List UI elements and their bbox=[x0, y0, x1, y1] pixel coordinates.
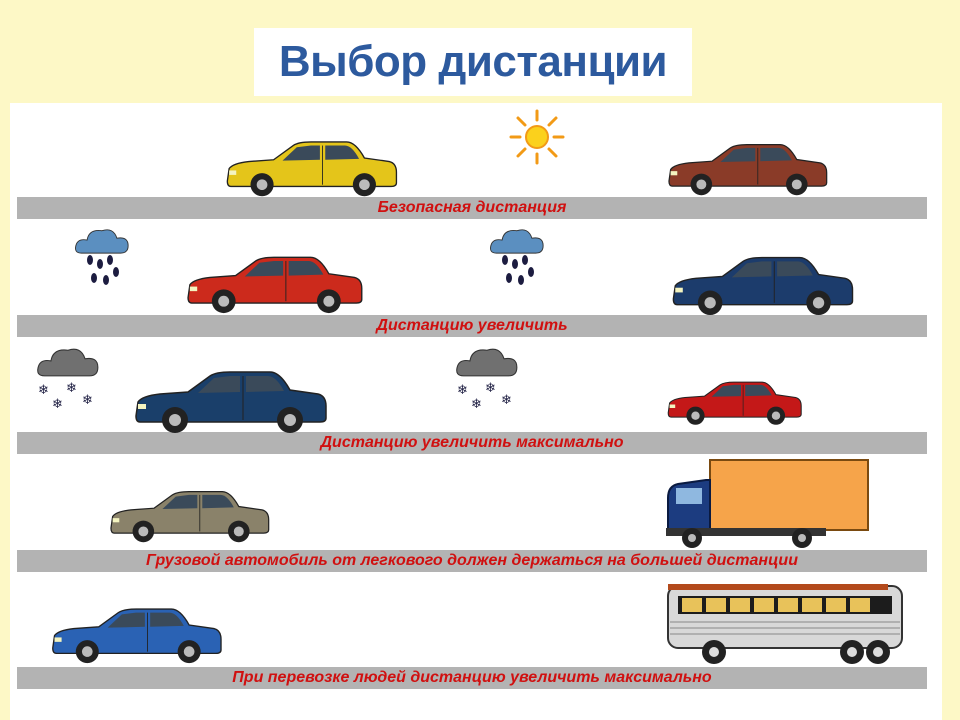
row-1-label: Безопасная дистанция bbox=[377, 199, 567, 216]
svg-text:❄: ❄ bbox=[38, 383, 49, 398]
svg-text:❄: ❄ bbox=[66, 381, 77, 396]
red-car-icon bbox=[182, 250, 366, 314]
snow-cloud-icon bbox=[455, 344, 519, 380]
blue-coupe-icon bbox=[42, 602, 230, 664]
rain-cloud-icon bbox=[489, 226, 545, 256]
svg-text:❄: ❄ bbox=[82, 393, 93, 408]
row-4-label: Грузовой автомобиль от легкового должен … bbox=[146, 552, 798, 569]
grey-car-icon bbox=[106, 480, 272, 548]
snowflakes-icon: ❄❄❄❄ bbox=[38, 381, 93, 412]
page-title: Выбор дистанции bbox=[278, 37, 668, 86]
svg-text:❄: ❄ bbox=[52, 397, 63, 412]
road-strip-4: Грузовой автомобиль от легкового должен … bbox=[17, 550, 927, 572]
raindrops-icon bbox=[87, 255, 119, 285]
road-strip-5: При перевозке людей дистанцию увеличить … bbox=[17, 667, 927, 689]
bus-icon bbox=[667, 584, 903, 664]
rain-cloud-icon bbox=[74, 226, 130, 256]
road-strip-1: Безопасная дистанция bbox=[17, 197, 927, 219]
svg-text:❄: ❄ bbox=[485, 381, 496, 396]
yellow-car-icon bbox=[222, 134, 400, 198]
title-box: Выбор дистанции bbox=[254, 28, 692, 96]
row-3-label: Дистанцию увеличить максимально bbox=[320, 434, 624, 451]
snow-cloud-icon bbox=[36, 344, 100, 380]
dark-blue-car-icon bbox=[124, 364, 336, 434]
road-strip-2: Дистанцию увеличить bbox=[17, 315, 927, 337]
red-hatchback-icon bbox=[664, 370, 804, 432]
brown-car-icon bbox=[664, 136, 830, 198]
row-2-label: Дистанцию увеличить bbox=[376, 317, 568, 334]
blue-car-icon bbox=[664, 250, 860, 316]
truck-icon bbox=[666, 459, 869, 548]
svg-text:❄: ❄ bbox=[457, 383, 468, 398]
svg-text:❄: ❄ bbox=[501, 393, 512, 408]
road-strip-3: Дистанцию увеличить максимально bbox=[17, 432, 927, 454]
svg-text:❄: ❄ bbox=[471, 397, 482, 412]
raindrops-icon bbox=[502, 255, 534, 285]
row-5-label: При перевозке людей дистанцию увеличить … bbox=[232, 669, 712, 686]
sun-icon bbox=[509, 109, 565, 165]
snowflakes-icon: ❄❄❄❄ bbox=[457, 381, 512, 412]
